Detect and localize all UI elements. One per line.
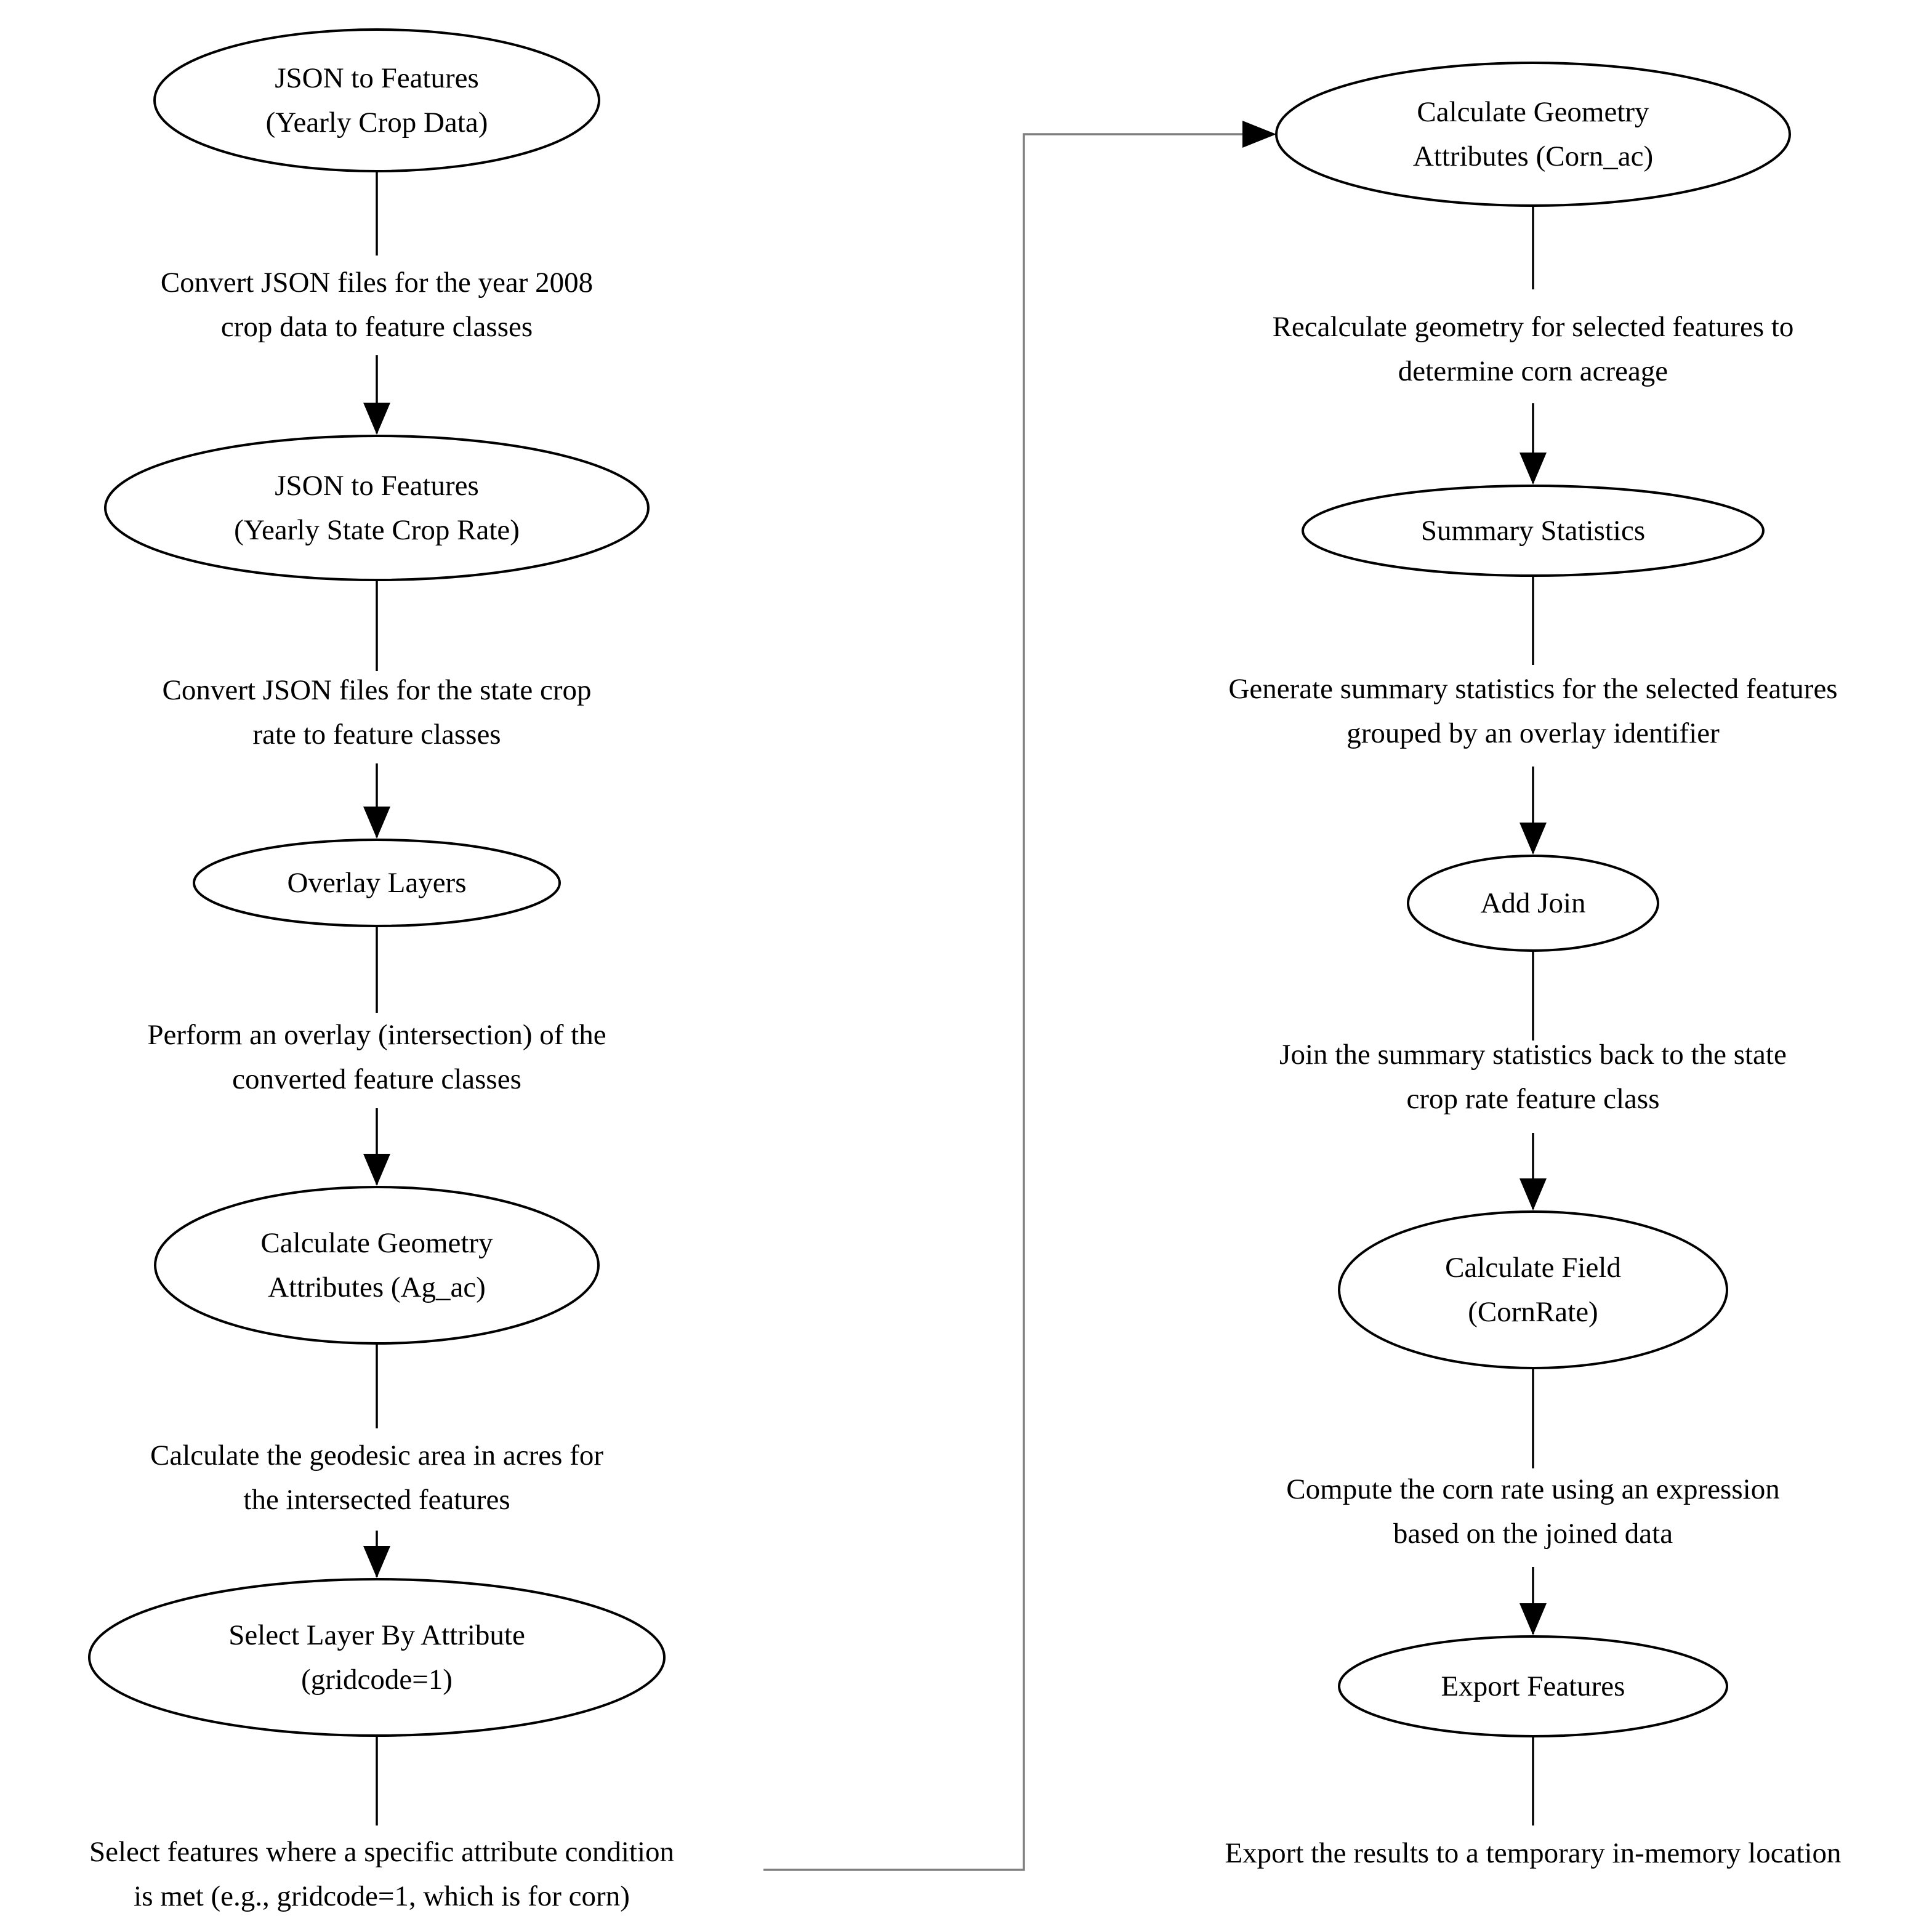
- node-label-line: Attributes (Corn_ac): [1412, 140, 1654, 172]
- caption-recalculate-geometry: Recalculate geometry for selected featur…: [1273, 305, 1794, 393]
- caption-line: the intersected features: [243, 1484, 510, 1516]
- node-label-select-layer-by-attribute: Select Layer By Attribute (gridcode=1): [228, 1613, 525, 1702]
- node-label-line: (CornRate): [1468, 1296, 1598, 1328]
- node-label-overlay-layers: Overlay Layers: [288, 861, 467, 905]
- node-label-line: (Yearly State Crop Rate): [234, 514, 520, 546]
- node-label-line: JSON to Features: [275, 470, 479, 502]
- caption-line: based on the joined data: [1393, 1518, 1673, 1550]
- caption-perform-overlay: Perform an overlay (intersection) of the…: [147, 1013, 606, 1101]
- caption-compute-corn-rate: Compute the corn rate using an expressio…: [1286, 1467, 1779, 1556]
- node-label-summary-statistics: Summary Statistics: [1421, 509, 1645, 553]
- caption-line: Convert JSON files for the year 2008: [160, 267, 594, 299]
- caption-convert-yearly-crop-json: Convert JSON files for the year 2008 cro…: [161, 260, 593, 349]
- caption-line: crop rate feature class: [1406, 1083, 1660, 1115]
- caption-calculate-geodesic-area: Calculate the geodesic area in acres for…: [150, 1433, 603, 1522]
- caption-line: Export the results to a temporary in-mem…: [1225, 1837, 1841, 1869]
- node-label-line: Calculate Geometry: [1417, 96, 1649, 128]
- node-label-line: Calculate Field: [1445, 1252, 1621, 1284]
- caption-generate-summary-statistics: Generate summary statistics for the sele…: [1228, 667, 1837, 755]
- node-label-line: JSON to Features: [275, 62, 479, 94]
- caption-line: Select features where a specific attribu…: [89, 1836, 675, 1868]
- caption-line: Calculate the geodesic area in acres for: [150, 1439, 603, 1471]
- node-label-calculate-field-cornrate: Calculate Field (CornRate): [1445, 1246, 1621, 1334]
- caption-line: crop data to feature classes: [220, 311, 533, 343]
- node-label-export-features: Export Features: [1441, 1664, 1625, 1709]
- node-label-json-to-features-yearly-state-crop-rate: JSON to Features (Yearly State Crop Rate…: [234, 464, 520, 552]
- caption-line: grouped by an overlay identifier: [1346, 717, 1720, 749]
- node-label-line: (gridcode=1): [301, 1664, 453, 1696]
- node-label-json-to-features-yearly-crop-data: JSON to Features (Yearly Crop Data): [266, 56, 488, 145]
- caption-line: Convert JSON files for the state crop: [162, 674, 592, 706]
- node-label-calculate-geometry-attributes-ag-ac: Calculate Geometry Attributes (Ag_ac): [260, 1221, 493, 1310]
- caption-line: determine corn acreage: [1398, 355, 1668, 387]
- node-label-line: Overlay Layers: [287, 867, 467, 899]
- node-label-line: Attributes (Ag_ac): [268, 1271, 486, 1303]
- caption-export-results: Export the results to a temporary in-mem…: [1225, 1831, 1841, 1875]
- caption-line: is met (e.g., gridcode=1, which is for c…: [134, 1880, 630, 1912]
- caption-line: rate to feature classes: [252, 718, 501, 751]
- node-label-line: Calculate Geometry: [260, 1227, 493, 1259]
- node-label-add-join: Add Join: [1480, 881, 1585, 925]
- caption-line: converted feature classes: [232, 1063, 521, 1095]
- caption-select-features-condition: Select features where a specific attribu…: [89, 1830, 674, 1918]
- node-label-line: Summary Statistics: [1420, 515, 1646, 547]
- node-label-line: Select Layer By Attribute: [228, 1619, 525, 1651]
- caption-line: Recalculate geometry for selected featur…: [1272, 311, 1794, 343]
- node-label-calculate-geometry-attributes-corn-ac: Calculate Geometry Attributes (Corn_ac): [1413, 90, 1653, 179]
- elbow-connector-line: [763, 133, 1270, 1871]
- caption-line: Perform an overlay (intersection) of the: [147, 1019, 606, 1051]
- node-label-line: (Yearly Crop Data): [265, 107, 488, 139]
- node-label-line: Export Features: [1441, 1670, 1625, 1702]
- caption-join-summary-statistics: Join the summary statistics back to the …: [1279, 1032, 1787, 1121]
- elbow-connector-arrowhead: [1242, 121, 1276, 148]
- caption-convert-state-crop-rate-json: Convert JSON files for the state crop ra…: [162, 668, 591, 757]
- caption-line: Join the summary statistics back to the …: [1279, 1039, 1787, 1071]
- caption-line: Compute the corn rate using an expressio…: [1286, 1473, 1780, 1505]
- node-label-line: Add Join: [1480, 887, 1586, 919]
- caption-line: Generate summary statistics for the sele…: [1228, 673, 1838, 705]
